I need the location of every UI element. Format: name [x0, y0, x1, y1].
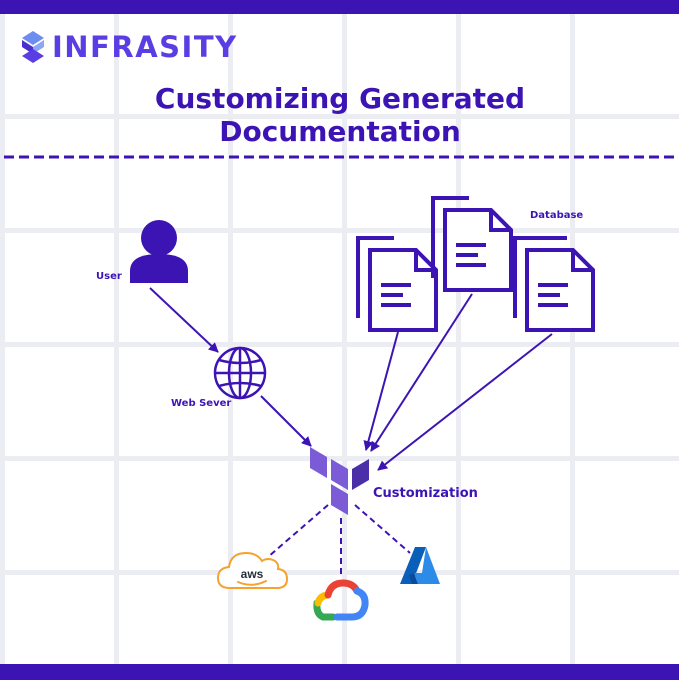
brand-logo: INFRASITY	[22, 30, 238, 64]
dashed-divider	[4, 155, 675, 159]
arrow-db3-to-customization	[377, 333, 553, 471]
top-bar	[0, 0, 679, 14]
customization-label: Customization	[373, 486, 478, 501]
title-line-2: Documentation	[219, 115, 461, 148]
arrow-db1-to-customization	[363, 331, 399, 451]
database-label: Database	[530, 210, 584, 221]
dashed-connector-azure	[354, 504, 411, 554]
arrow-web-to-customization	[260, 395, 312, 447]
bottom-bar	[0, 664, 679, 680]
aws-logo-icon: aws	[216, 551, 289, 589]
title-line-1: Customizing Generated	[154, 82, 526, 115]
brand-name: INFRASITY	[52, 30, 238, 64]
arrow-db2-to-customization	[370, 293, 473, 452]
page-title: Customizing Generated Documentation	[90, 82, 590, 148]
web-server-label: Web Sever	[171, 398, 232, 409]
aws-wordmark: aws	[241, 567, 264, 581]
google-cloud-logo-icon	[313, 579, 369, 621]
document-stack-icon	[356, 196, 595, 332]
azure-logo-icon	[400, 547, 440, 584]
terraform-logo-icon	[310, 447, 369, 515]
user-icon	[130, 220, 188, 283]
arrow-user-to-web	[149, 287, 219, 353]
globe-icon	[213, 346, 267, 400]
infrasity-logo-icon	[22, 31, 44, 63]
dashed-connector-aws	[267, 504, 329, 558]
user-label: User	[96, 271, 122, 282]
